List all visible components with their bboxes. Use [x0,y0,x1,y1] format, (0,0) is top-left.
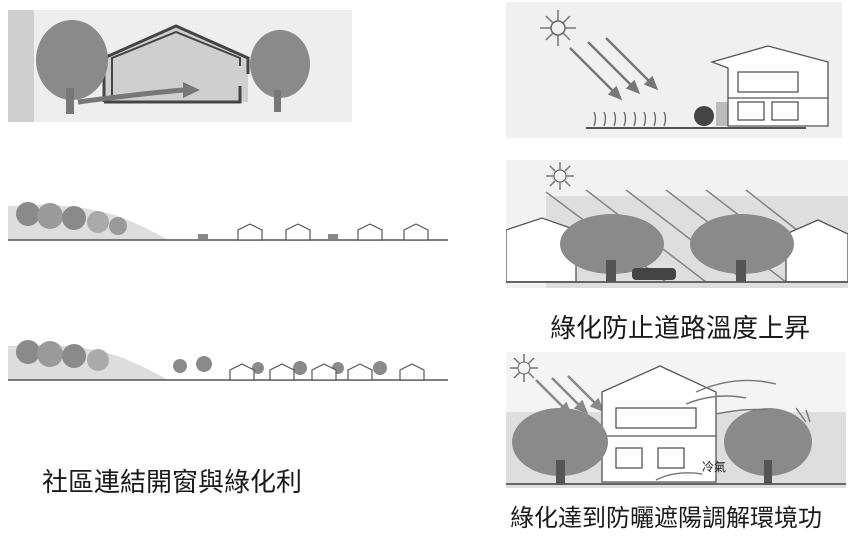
panel-sun-house [506,2,842,138]
panel-house-shading: 冷氣 [506,352,846,488]
cool-air-label: 冷氣 [702,460,727,474]
panel-landscape-section-2 [8,336,448,386]
caption-community-window-greenery: 社區連結開窗與綠化利 [42,468,303,498]
caption-sunshade-environment: 綠化達到防曬遮陽調解環境功 [510,504,822,532]
panel-landscape-section-1 [8,196,448,246]
caption-road-temperature: 綠化防止道路溫度上昇 [550,314,811,344]
panel-road-shade [506,160,848,288]
panel-ventilation-diagram [8,10,352,122]
